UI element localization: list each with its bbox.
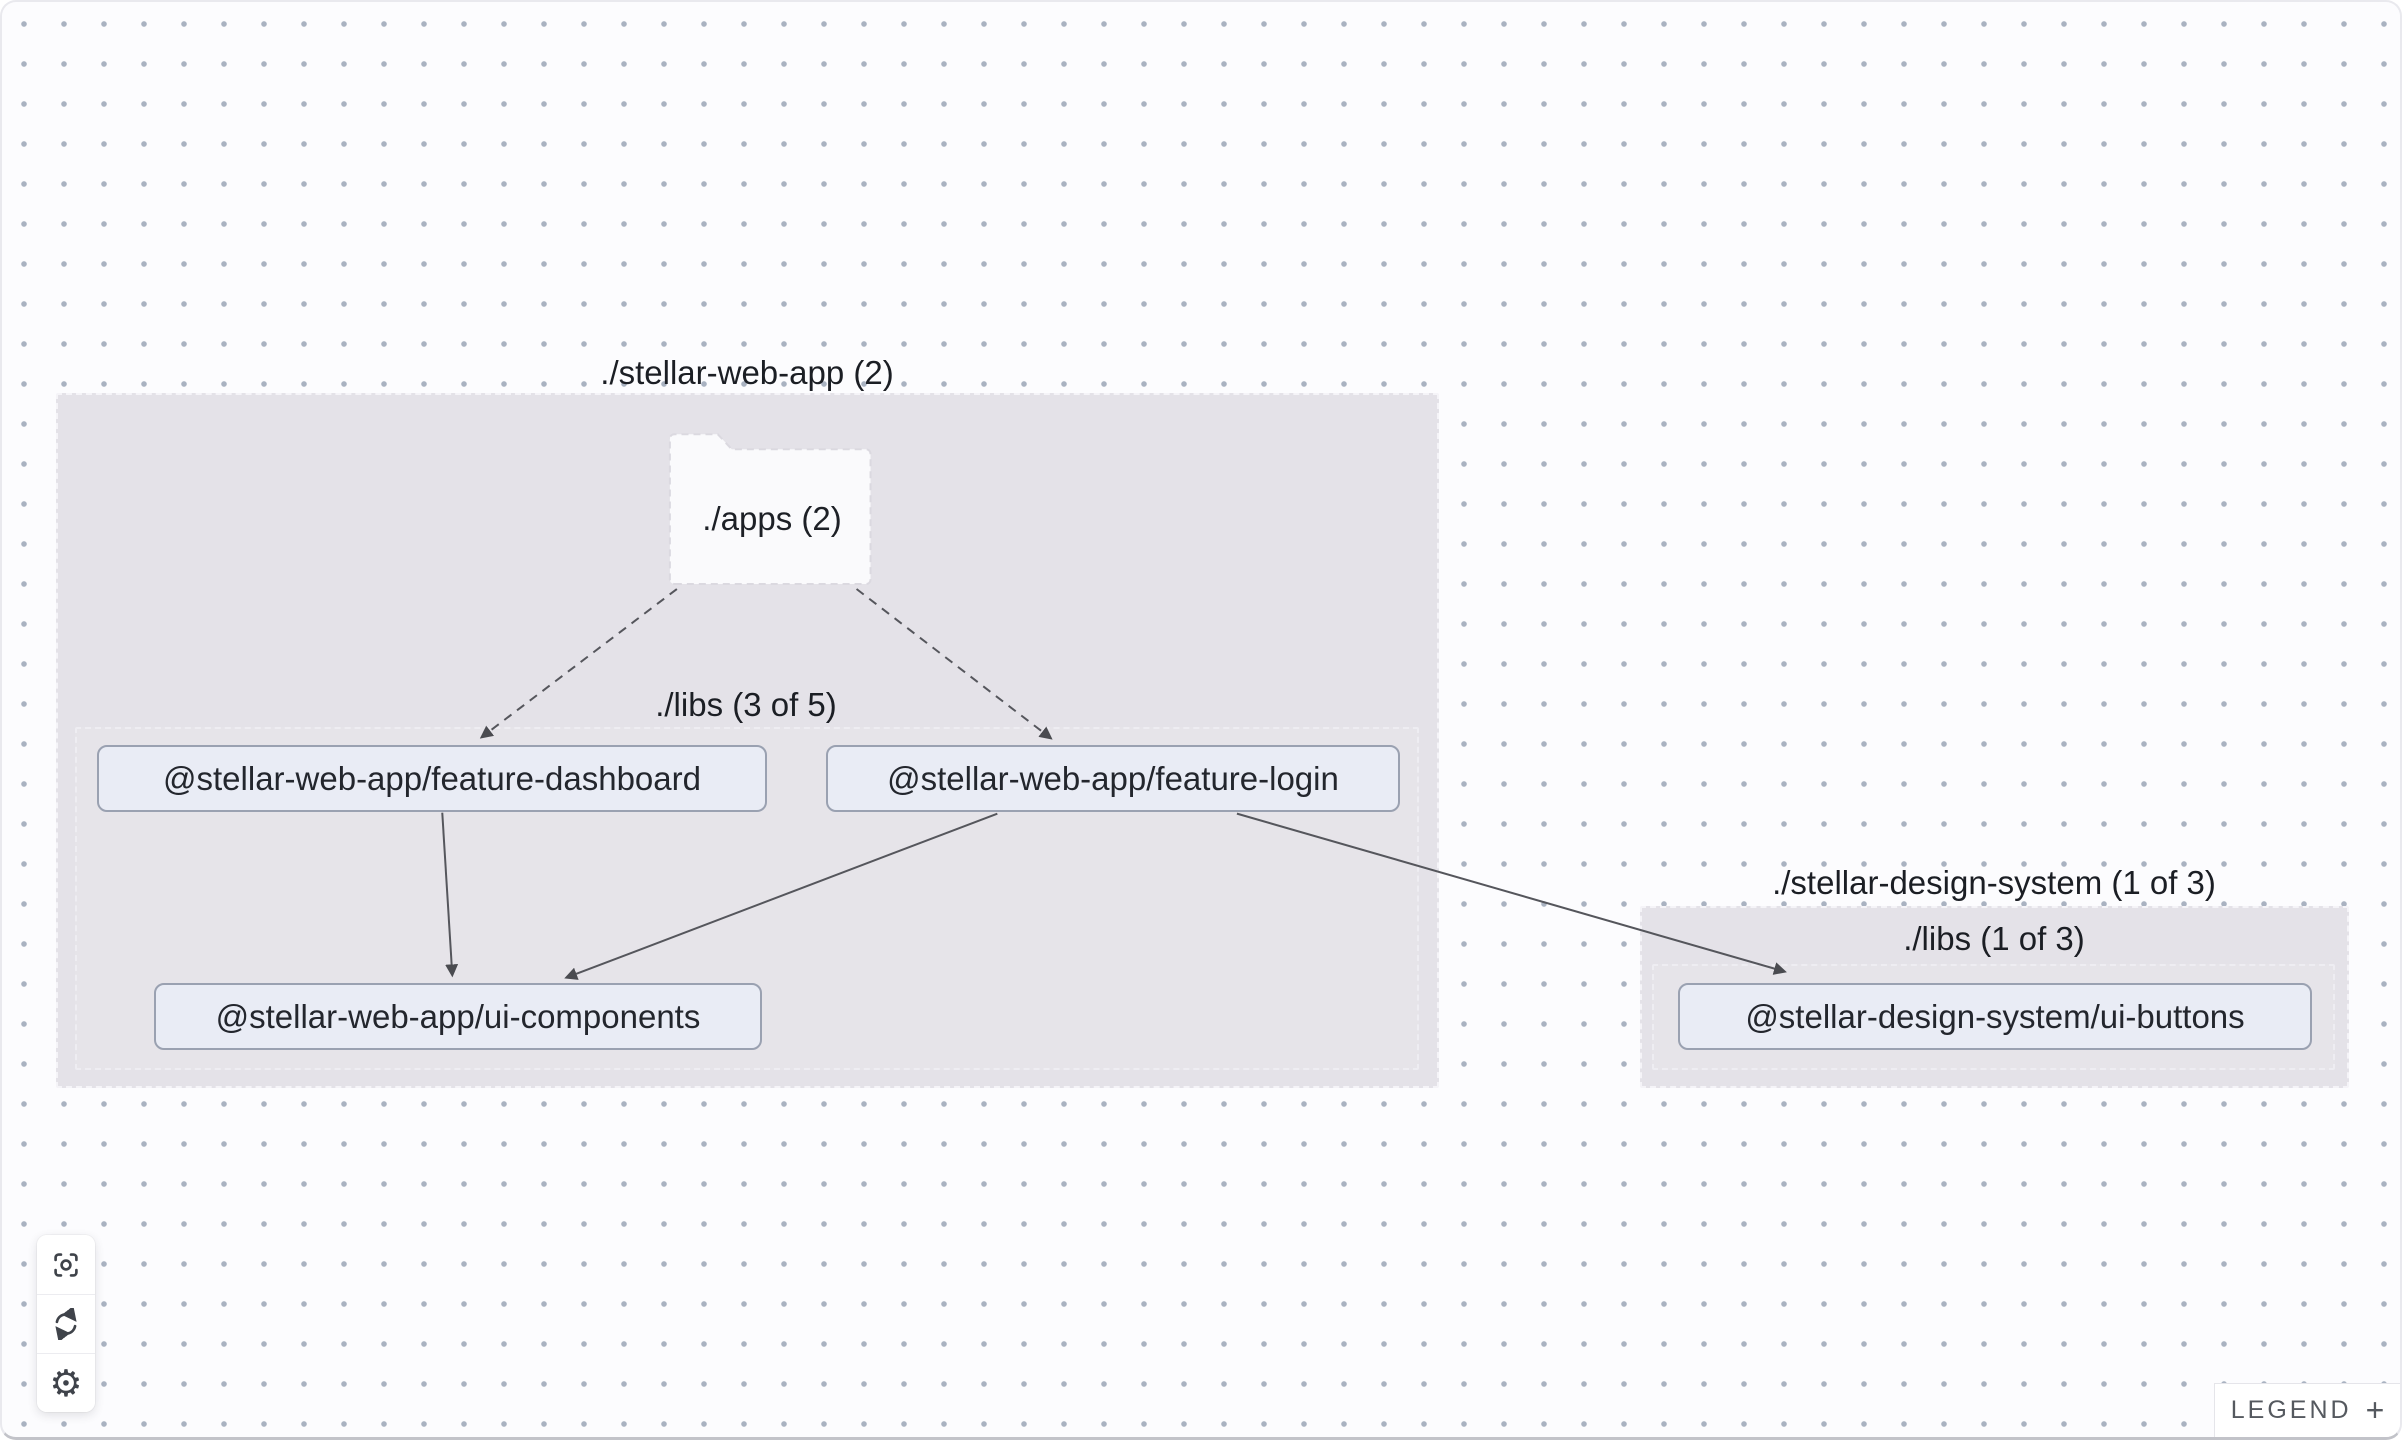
refresh-icon — [55, 1308, 77, 1340]
group-title-stellar-design-system: ./stellar-design-system (1 of 3) — [1772, 864, 2216, 901]
node-feature-login[interactable]: @stellar-web-app/feature-login — [826, 745, 1400, 812]
focus-icon — [54, 1252, 78, 1277]
legend-expand-icon: + — [2365, 1392, 2385, 1428]
group-title-stellar-web-app: ./stellar-web-app (2) — [600, 354, 894, 391]
subgroup-title-web-app-libs: ./libs (3 of 5) — [655, 686, 837, 723]
subgroup-title-design-system-libs: ./libs (1 of 3) — [1903, 920, 2085, 957]
node-feature-dashboard[interactable]: @stellar-web-app/feature-dashboard — [97, 745, 767, 812]
graph-controls: ⚙ — [37, 1235, 95, 1412]
node-ui-components[interactable]: @stellar-web-app/ui-components — [154, 983, 762, 1050]
node-ui-buttons[interactable]: @stellar-design-system/ui-buttons — [1678, 983, 2312, 1050]
legend-label: LEGEND — [2230, 1396, 2352, 1424]
folder-node-apps[interactable]: ./apps (2) — [702, 500, 842, 537]
settings-button[interactable]: ⚙ — [37, 1353, 95, 1412]
gear-icon: ⚙ — [49, 1361, 83, 1405]
legend-toggle-button[interactable]: LEGEND + — [2214, 1383, 2400, 1437]
refresh-button[interactable] — [37, 1294, 95, 1353]
focus-button[interactable] — [37, 1235, 95, 1294]
